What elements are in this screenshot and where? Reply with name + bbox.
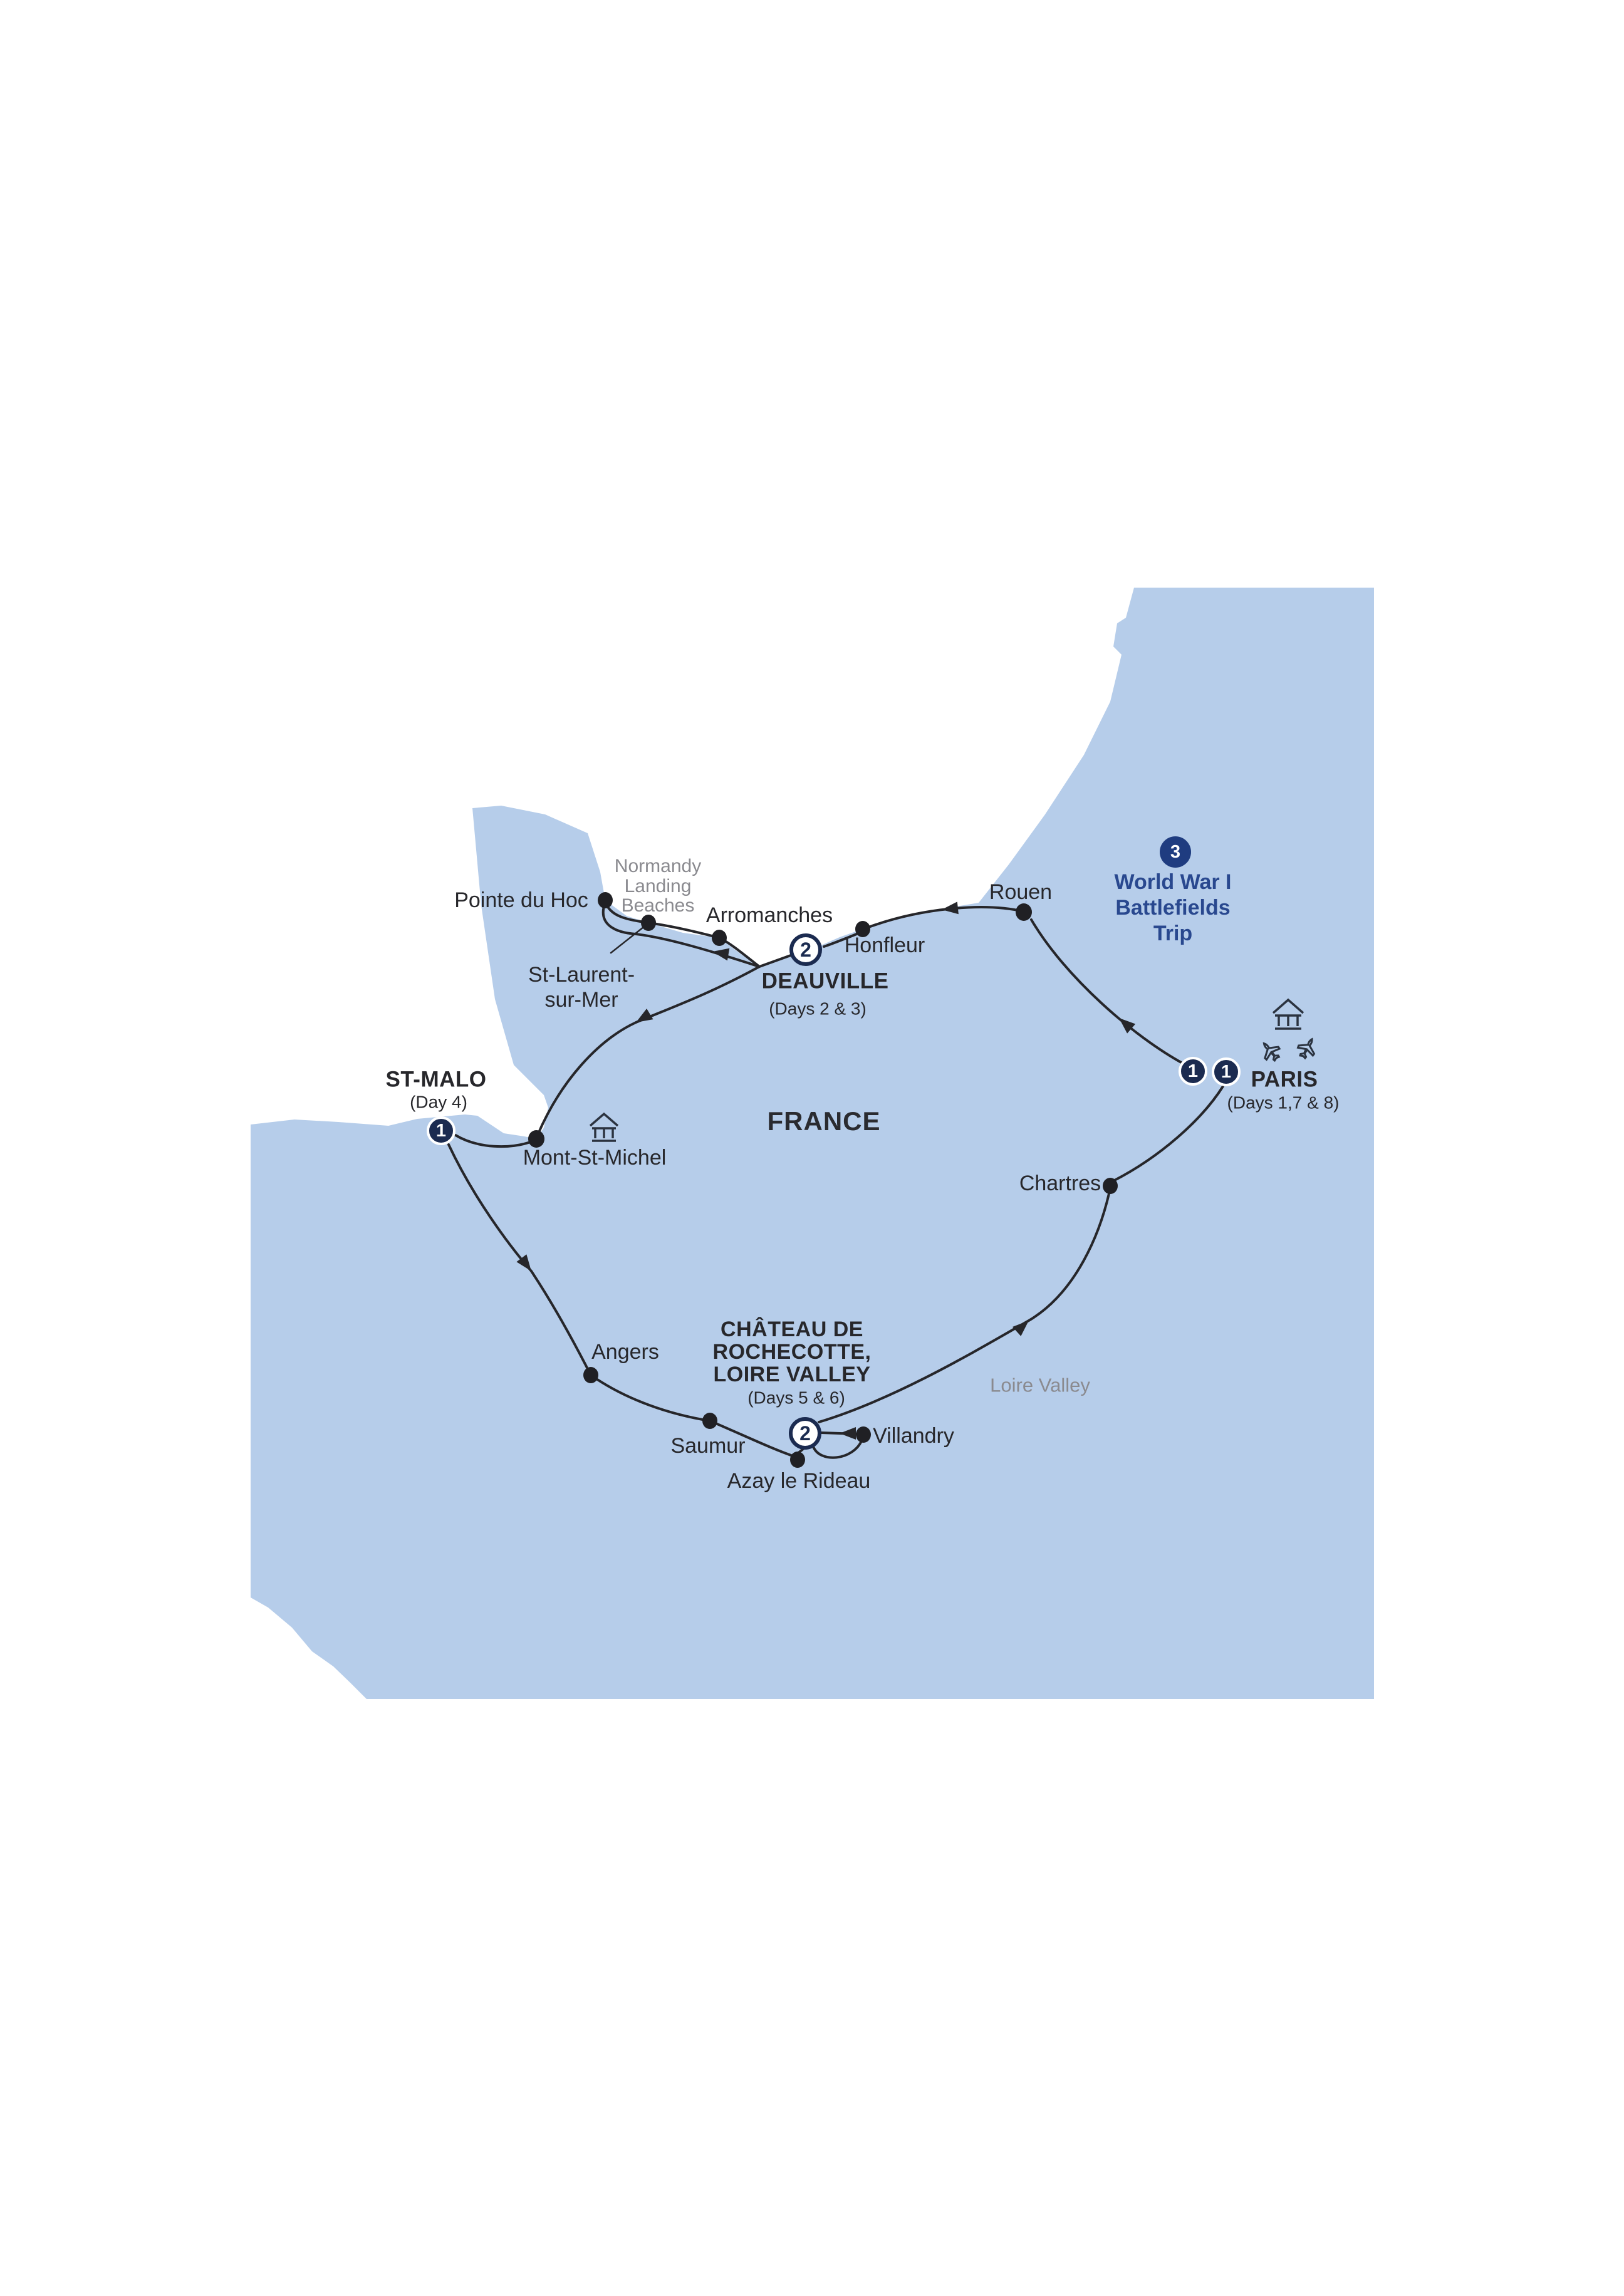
night-marker-st-malo: 1 [427,1116,455,1145]
route-villandry-loop [812,1438,863,1459]
night-count: 1 [435,1120,447,1141]
night-count: 1 [1187,1061,1199,1081]
city-label-saumur: Saumur [670,1433,746,1458]
arrow-to-rochecotte [840,1427,856,1440]
night-count: 2 [800,938,811,961]
city-label-pointe-du-hoc: Pointe du Hoc [454,888,588,912]
night-marker-paris-1: 1 [1179,1057,1207,1086]
dot-pointe-du-hoc [598,892,613,908]
dot-arromanches [712,930,727,946]
city-label-rouen: Rouen [989,880,1053,904]
city-label-azay-le-rideau: Azay le Rideau [727,1468,871,1493]
arrow-to-rouen [1119,1018,1136,1034]
arrow-to-honfleur [942,901,959,915]
route-paris-rouen [1030,918,1185,1065]
route-arrows [516,901,1136,1440]
city-label-mont-st-michel: Mont-St-Michel [523,1145,667,1170]
route-deauville-junction [758,954,792,968]
stop-days-chateau-de-rochecotte: (Days 5 & 6) [747,1388,845,1408]
museum-icon [1272,998,1304,1030]
region-label-normandy-landing-beaches: Normandy Landing Beaches [614,855,702,916]
stop-label-paris: PARIS [1251,1067,1318,1092]
city-label-st-laurent-sur-mer: St-Laurent- sur-Mer [528,962,635,1012]
night-count: 1 [1221,1061,1232,1082]
arrow-to-beaches [712,948,730,961]
stop-days-st-malo: (Day 4) [410,1092,467,1112]
france-landmass [251,588,1374,1699]
dot-chartres [1103,1178,1118,1194]
side-trip-label: World War I Battlefields Trip [1114,870,1232,945]
dot-st-laurent-sur-mer [641,915,656,931]
stop-label-st-malo: ST-MALO [385,1067,487,1092]
dot-villandry [856,1426,871,1443]
dot-azay-le-rideau [790,1452,805,1468]
route-deauville-mont-st-michel [536,965,761,1136]
side-trip-nights-badge: 3 [1160,836,1191,868]
dot-honfleur [855,921,870,937]
night-marker-paris-2: 1 [1212,1057,1241,1086]
dot-rouen [1016,903,1032,921]
stop-label-deauville: DEAUVILLE [761,969,889,994]
side-trip-nights-value: 3 [1170,841,1181,862]
night-count: 2 [799,1421,811,1445]
arrow-to-angers [516,1254,531,1271]
dot-saumur [702,1413,717,1429]
city-label-angers: Angers [591,1339,659,1364]
route-mont-st-michel-st-malo [454,1134,533,1148]
region-label-loire-valley: Loire Valley [990,1374,1090,1396]
dot-angers [583,1367,598,1383]
route-beaches-outbound [604,901,761,968]
stop-days-paris: (Days 1,7 & 8) [1227,1093,1340,1113]
night-marker-chateau-de-rochecotte: 2 [789,1417,821,1450]
plane-icon [1262,1042,1281,1062]
city-label-arromanches: Arromanches [705,903,833,927]
abbey-icon [589,1112,619,1142]
city-label-honfleur: Honfleur [844,933,925,957]
stop-label-chateau-de-rochecotte: CHÂTEAU DE ROCHECOTTE, LOIRE VALLEY [712,1317,872,1387]
country-label: FRANCE [767,1106,881,1136]
arrow-to-chartres [1012,1321,1029,1336]
arrow-to-mont-st-michel [636,1009,653,1022]
route-chartres-paris [1111,1085,1224,1183]
dot-mont-st-michel [528,1130,544,1148]
stop-dots [528,892,1118,1468]
city-label-villandry: Villandry [873,1423,954,1448]
leader-st-laurent [610,923,648,954]
stop-days-deauville: (Days 2 & 3) [769,999,867,1019]
city-label-chartres: Chartres [1019,1171,1101,1195]
night-marker-deauville: 2 [789,933,822,966]
plane-icon [1296,1037,1316,1060]
